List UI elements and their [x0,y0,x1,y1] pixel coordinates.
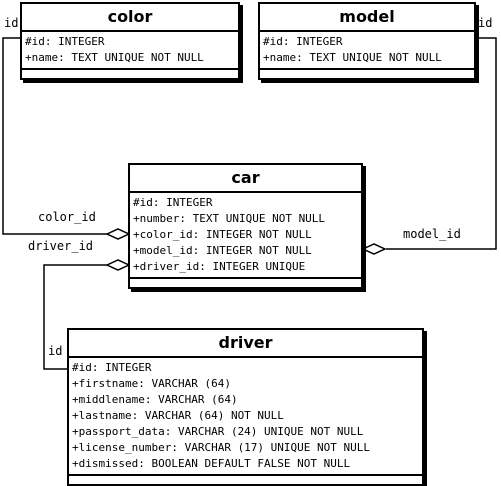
color-relation-source-label: id [4,16,19,30]
entity-driver-attr: +middlename: VARCHAR (64) [72,393,238,406]
entity-model[interactable]: model #id: INTEGER +name: TEXT UNIQUE NO… [258,2,476,80]
entity-driver-attr: +firstname: VARCHAR (64) [72,377,231,390]
entity-car-title: car [130,165,361,193]
driver-relation-source-label: id [48,344,63,358]
entity-driver-attr: +lastname: VARCHAR (64) NOT NULL [72,409,284,422]
entity-driver-attr: #id: INTEGER [72,361,152,374]
model-car-diamond [361,243,387,255]
entity-car-attr: +number: TEXT UNIQUE NOT NULL [133,212,326,225]
entity-car-attr: +color_id: INTEGER NOT NULL [133,228,312,241]
entity-driver-attr: +dismissed: BOOLEAN DEFAULT FALSE NOT NU… [72,457,351,470]
entity-car-attr: +driver_id: INTEGER UNIQUE [133,260,306,273]
entity-model-title: model [260,4,474,32]
entity-driver-attr: +license_number: VARCHAR (17) UNIQUE NOT… [72,441,371,454]
entity-driver[interactable]: driver #id: INTEGER +firstname: VARCHAR … [67,328,424,486]
model-relation-target-label: model_id [403,227,461,241]
entity-color[interactable]: color #id: INTEGER +name: TEXT UNIQUE NO… [20,2,240,80]
entity-color-title: color [22,4,238,32]
entity-color-attr: #id: INTEGER [25,35,105,48]
entity-color-attr: +name: TEXT UNIQUE NOT NULL [25,51,204,64]
entity-model-attr: +name: TEXT UNIQUE NOT NULL [263,51,442,64]
color-car-diamond [105,228,131,240]
driver-car-line [43,264,107,370]
driver-car-diamond [105,259,131,271]
entity-car-attr: +model_id: INTEGER NOT NULL [133,244,312,257]
color-car-line [2,37,112,235]
driver-relation-target-label: driver_id [28,239,94,253]
entity-car-attr: #id: INTEGER [133,196,213,209]
model-car-line [386,37,497,250]
color-relation-target-label: color_id [38,210,96,224]
entity-model-attr: #id: INTEGER [263,35,343,48]
entity-car[interactable]: car #id: INTEGER +number: TEXT UNIQUE NO… [128,163,363,289]
entity-driver-attr: +passport_data: VARCHAR (24) UNIQUE NOT … [72,425,364,438]
entity-driver-title: driver [69,330,422,358]
model-relation-source-label: id [478,16,493,30]
